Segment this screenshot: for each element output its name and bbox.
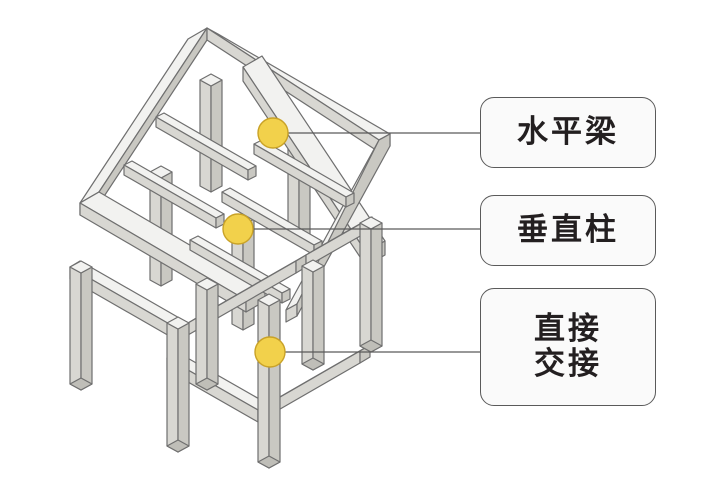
column-front-center [166, 316, 190, 453]
label-vertical-column: 垂直柱 [480, 195, 656, 266]
column-front-left [69, 260, 93, 391]
beam-top-back-left [79, 27, 208, 216]
beam-cross-top-2 [123, 160, 225, 229]
highlight-markers [222, 117, 289, 368]
marker-vertical-column [222, 213, 254, 245]
frame-upper-beam-grid [79, 27, 391, 323]
column-front-right [257, 293, 281, 469]
leader-lines [238, 132, 480, 353]
marker-horizontal-beam [257, 117, 289, 149]
label-horizontal-beam-text: 水平梁 [517, 114, 619, 151]
beam-cross-top-1 [155, 112, 257, 181]
label-horizontal-beam: 水平梁 [480, 97, 656, 168]
column-rear-left [199, 73, 223, 193]
label-direct-joint-line1: 直接 [534, 311, 602, 348]
beam-cross-top-3 [253, 139, 355, 208]
label-direct-joint: 直接 交接 [480, 288, 656, 406]
label-vertical-column-text: 垂直柱 [517, 212, 619, 249]
label-direct-joint-line2: 交接 [534, 346, 602, 382]
column-right-outer [359, 216, 383, 353]
column-interior-right [301, 259, 325, 371]
marker-direct-joint [254, 336, 286, 368]
column-interior-hanging [195, 277, 219, 391]
frame-front-columns [69, 216, 383, 469]
